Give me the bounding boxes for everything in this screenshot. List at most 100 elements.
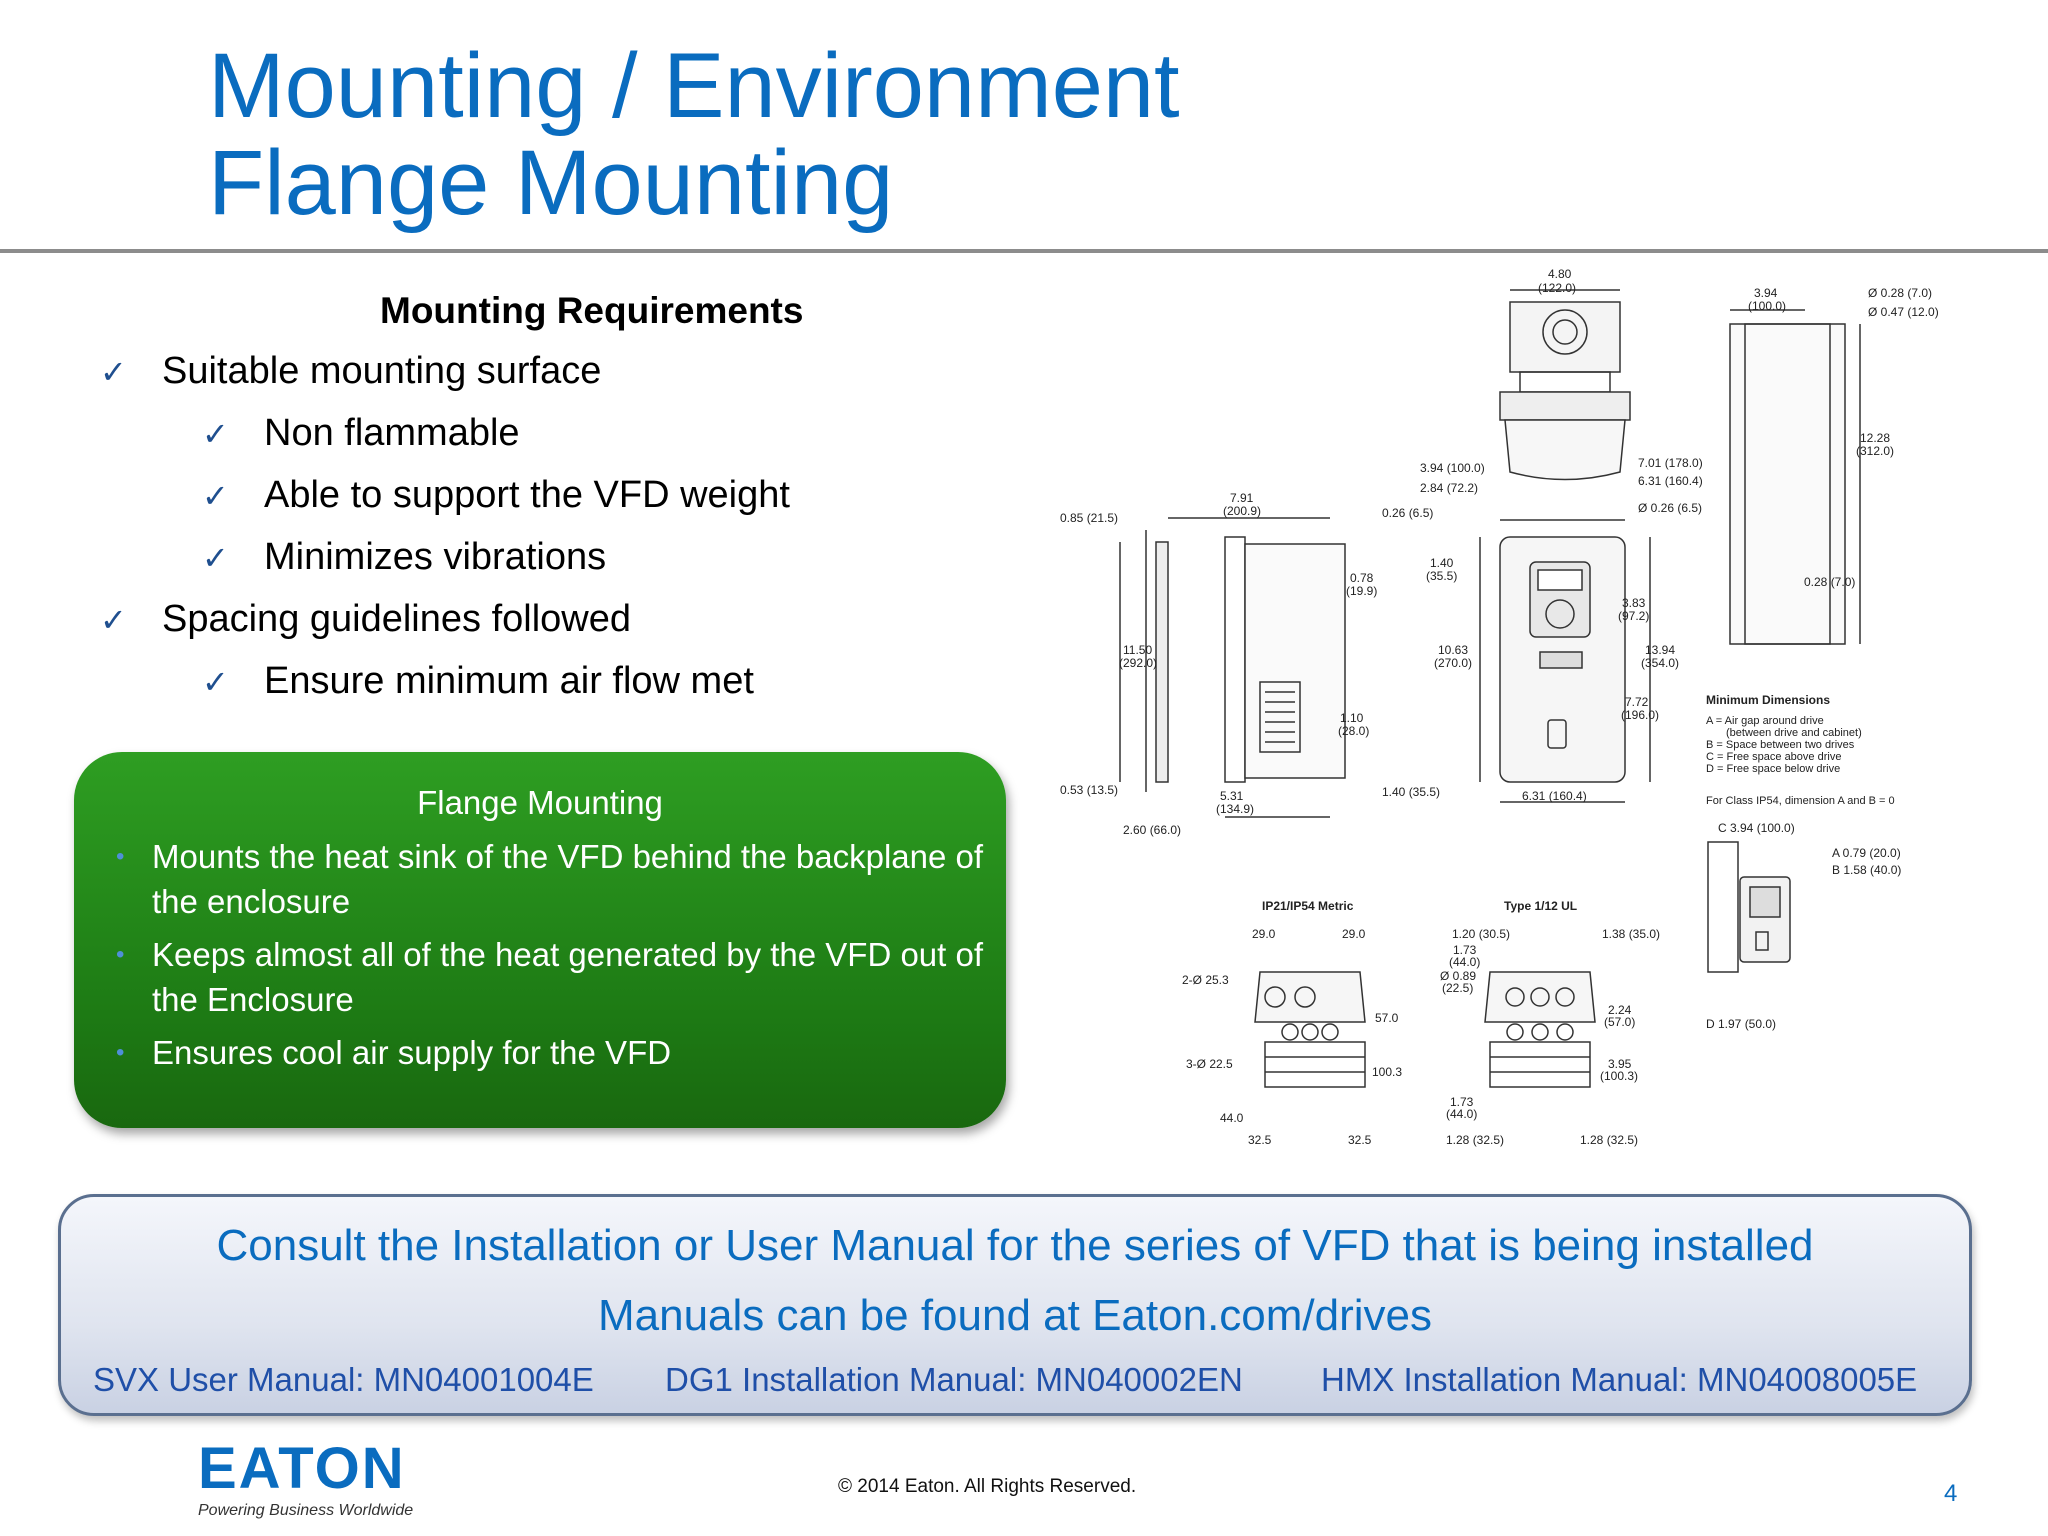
callout-bullet-list: •Mounts the heat sink of the VFD behind …: [112, 834, 992, 1083]
dim-label: (28.0): [1338, 724, 1369, 738]
dim-label: 32.5: [1248, 1133, 1272, 1147]
dim-label: 1.40: [1430, 556, 1454, 570]
dim-label: A 0.79 (20.0): [1832, 846, 1901, 860]
min-dims-line: C = Free space above drive: [1706, 751, 1841, 763]
min-dims-title: Minimum Dimensions: [1706, 693, 1830, 707]
dim-label: (97.2): [1618, 609, 1649, 623]
dim-label: 0.78: [1350, 571, 1374, 585]
dim-label: 2.84 (72.2): [1420, 481, 1478, 495]
dim-label: 2.60 (66.0): [1123, 823, 1181, 837]
requirement-item: ✓ Suitable mounting surface: [100, 350, 601, 393]
requirement-item: ✓ Able to support the VFD weight: [202, 474, 790, 517]
logo-tagline: Powering Business Worldwide: [198, 1502, 414, 1519]
dim-label: (44.0): [1446, 1107, 1477, 1121]
dim-label: (100.3): [1600, 1069, 1638, 1083]
dim-label: (292.0): [1119, 656, 1157, 670]
callout-bullet: •Keeps almost all of the heat generated …: [112, 932, 992, 1022]
dimension-drawing-svg: 4.80 (122.0) 7.91 (200.9) 0.85 (21.5) 11…: [1060, 267, 1939, 1147]
min-dims-line: B = Space between two drives: [1706, 739, 1855, 751]
bullet-icon: •: [116, 843, 125, 870]
dim-label: (200.9): [1223, 504, 1261, 518]
dim-label: (122.0): [1538, 281, 1576, 295]
dim-label: 2.24: [1608, 1003, 1632, 1017]
dim-label: 11.50: [1123, 643, 1152, 657]
dim-label: (35.5): [1426, 569, 1457, 583]
dim-label: 2-Ø 25.3: [1182, 973, 1229, 987]
requirement-text: Non flammable: [264, 412, 520, 454]
requirement-text: Minimizes vibrations: [264, 536, 607, 578]
dim-label: (312.0): [1856, 444, 1894, 458]
dim-label: (134.9): [1216, 802, 1254, 816]
dim-label: 1.73: [1450, 1095, 1474, 1109]
checkmark-icon: ✓: [202, 476, 229, 515]
bullet-icon: •: [116, 1039, 125, 1066]
eaton-logo: EATON Powering Business Worldwide: [198, 1440, 413, 1520]
note-line-consult: Consult the Installation or User Manual …: [216, 1221, 1814, 1270]
dim-label: D 1.97 (50.0): [1706, 1017, 1776, 1031]
dim-label: 1.10: [1340, 711, 1364, 725]
requirement-item: ✓ Spacing guidelines followed: [100, 598, 631, 641]
dim-label: 3.95: [1608, 1057, 1632, 1071]
dim-label: 12.28: [1860, 431, 1890, 445]
requirement-item: ✓ Non flammable: [202, 412, 520, 455]
dim-label: 0.26 (6.5): [1382, 506, 1433, 520]
bullet-icon: •: [116, 941, 125, 968]
dim-label: 7.72: [1625, 695, 1649, 709]
requirement-item: ✓ Minimizes vibrations: [202, 536, 606, 579]
slide-title: Mounting / Environment Flange Mounting: [208, 38, 1180, 232]
ul-view-title: Type 1/12 UL: [1504, 899, 1577, 913]
dim-label: Ø 0.28 (7.0): [1868, 286, 1932, 300]
dim-label: 44.0: [1220, 1111, 1244, 1125]
dim-label: (270.0): [1434, 656, 1472, 670]
dim-label: 6.31 (160.4): [1638, 474, 1703, 488]
dim-label: (19.9): [1346, 584, 1377, 598]
title-divider: [0, 249, 2048, 253]
dim-label: 29.0: [1252, 927, 1276, 941]
dim-label: 6.31 (160.4): [1522, 789, 1587, 803]
ip-view-title: IP21/IP54 Metric: [1262, 899, 1354, 913]
dimension-drawing: 4.80 (122.0) 7.91 (200.9) 0.85 (21.5) 11…: [1060, 262, 1980, 1162]
manual-svx: SVX User Manual: MN04001004E: [93, 1361, 594, 1398]
dim-label: 1.28 (32.5): [1580, 1133, 1638, 1147]
dim-label: (354.0): [1641, 656, 1679, 670]
dim-label: 1.40 (35.5): [1382, 785, 1440, 799]
dim-label: 0.53 (13.5): [1060, 783, 1118, 797]
requirement-text: Able to support the VFD weight: [264, 474, 790, 516]
dim-label: C 3.94 (100.0): [1718, 821, 1795, 835]
requirement-text: Suitable mounting surface: [162, 350, 602, 392]
page-number: 4: [1944, 1480, 1958, 1507]
requirement-text: Ensure minimum air flow met: [264, 660, 754, 702]
dim-label: Ø 0.89: [1440, 969, 1476, 983]
dim-label: 1.20 (30.5): [1452, 927, 1510, 941]
dim-label: 1.73: [1453, 943, 1477, 957]
checkmark-icon: ✓: [202, 538, 229, 577]
flange-mounting-callout: Flange Mounting •Mounts the heat sink of…: [74, 752, 1006, 1128]
dim-label: (44.0): [1449, 955, 1480, 969]
min-dims-line: (between drive and cabinet): [1726, 727, 1862, 739]
dim-label: (57.0): [1604, 1015, 1635, 1029]
dim-label: 3-Ø 22.5: [1186, 1057, 1233, 1071]
dim-label: 29.0: [1342, 927, 1366, 941]
checkmark-icon: ✓: [202, 662, 229, 701]
dim-label: 10.63: [1438, 643, 1468, 657]
min-dims-line: D = Free space below drive: [1706, 763, 1840, 775]
dim-label: (22.5): [1442, 981, 1473, 995]
checkmark-icon: ✓: [202, 414, 229, 453]
dim-label: B 1.58 (40.0): [1832, 863, 1901, 877]
min-dims-line: A = Air gap around drive: [1706, 715, 1824, 727]
dim-label: 0.28 (7.0): [1804, 575, 1855, 589]
callout-bullet: •Ensures cool air supply for the VFD: [112, 1030, 992, 1075]
callout-title: Flange Mounting: [417, 784, 663, 821]
dim-label: 5.31: [1220, 789, 1244, 803]
slide-title-line2: Flange Mounting: [208, 132, 894, 234]
dim-label: 3.94: [1754, 286, 1778, 300]
checkmark-icon: ✓: [100, 352, 127, 391]
note-line-manuals: Manuals can be found at Eaton.com/drives: [597, 1291, 1433, 1340]
dim-label: 7.01 (178.0): [1638, 456, 1703, 470]
dim-label: (196.0): [1621, 708, 1659, 722]
dim-label: 0.85 (21.5): [1060, 511, 1118, 525]
requirement-item: ✓ Ensure minimum air flow met: [202, 660, 754, 703]
slide-title-line1: Mounting / Environment: [208, 35, 1180, 137]
requirement-text: Spacing guidelines followed: [162, 598, 631, 640]
dim-label: Ø 0.26 (6.5): [1638, 501, 1702, 515]
